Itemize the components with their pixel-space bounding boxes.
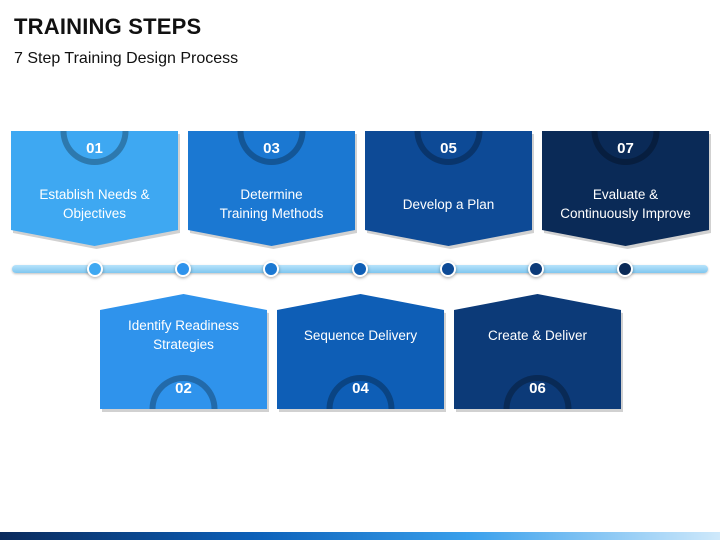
- step-badge-inner: [597, 131, 654, 159]
- step-shape-body: [365, 131, 532, 246]
- step-badge-inner: [243, 131, 300, 159]
- step-card-06: Create & Deliver 06: [454, 294, 623, 412]
- step-shape: [277, 294, 446, 412]
- footer-gradient-bar: [0, 532, 720, 540]
- step-card-01: 01 Establish Needs &Objectives: [11, 131, 180, 249]
- step-number: 05: [440, 140, 457, 157]
- step-shape: [454, 294, 623, 412]
- page-subtitle: 7 Step Training Design Process: [14, 50, 239, 67]
- timeline-dot-03: [263, 261, 279, 277]
- step-shape-body: [11, 131, 178, 246]
- page-title: TRAINING STEPS: [14, 14, 202, 39]
- step-shape: [542, 131, 711, 249]
- step-shape: [11, 131, 180, 249]
- step-shape-body: [542, 131, 709, 246]
- step-shape-body: [100, 294, 267, 409]
- step-label: Develop a Plan: [402, 196, 495, 212]
- step-badge-inner: [66, 131, 123, 159]
- step-shape: [188, 131, 357, 249]
- step-label: Create & Deliver: [487, 327, 588, 343]
- step-number: 06: [529, 380, 546, 397]
- step-badge-inner: [155, 381, 212, 409]
- step-shape-body: [454, 294, 621, 409]
- step-card-05: 05 Develop a Plan: [365, 131, 534, 249]
- timeline-dot-07: [617, 261, 633, 277]
- step-badge-inner: [332, 381, 389, 409]
- timeline-dot-01: [87, 261, 103, 277]
- step-number: 03: [263, 140, 280, 157]
- step-shape: [365, 131, 534, 249]
- step-badge-inner: [509, 381, 566, 409]
- step-number: 01: [86, 140, 103, 157]
- timeline-dot-04: [352, 261, 368, 277]
- step-card-07: 07 Evaluate &Continuously Improve: [542, 131, 711, 249]
- step-label: Evaluate &Continuously Improve: [560, 187, 691, 221]
- step-shape-body: [277, 294, 444, 409]
- step-label: Sequence Delivery: [303, 327, 418, 343]
- step-shape-body: [188, 131, 355, 246]
- step-badge-inner: [420, 131, 477, 159]
- step-number: 07: [617, 140, 634, 157]
- step-card-04: Sequence Delivery 04: [277, 294, 446, 412]
- timeline-dot-06: [528, 261, 544, 277]
- step-shape: [100, 294, 269, 412]
- step-number: 02: [175, 380, 192, 397]
- timeline-dot-02: [175, 261, 191, 277]
- step-label: Establish Needs &Objectives: [39, 187, 150, 221]
- step-number: 04: [352, 380, 369, 397]
- timeline-dot-05: [440, 261, 456, 277]
